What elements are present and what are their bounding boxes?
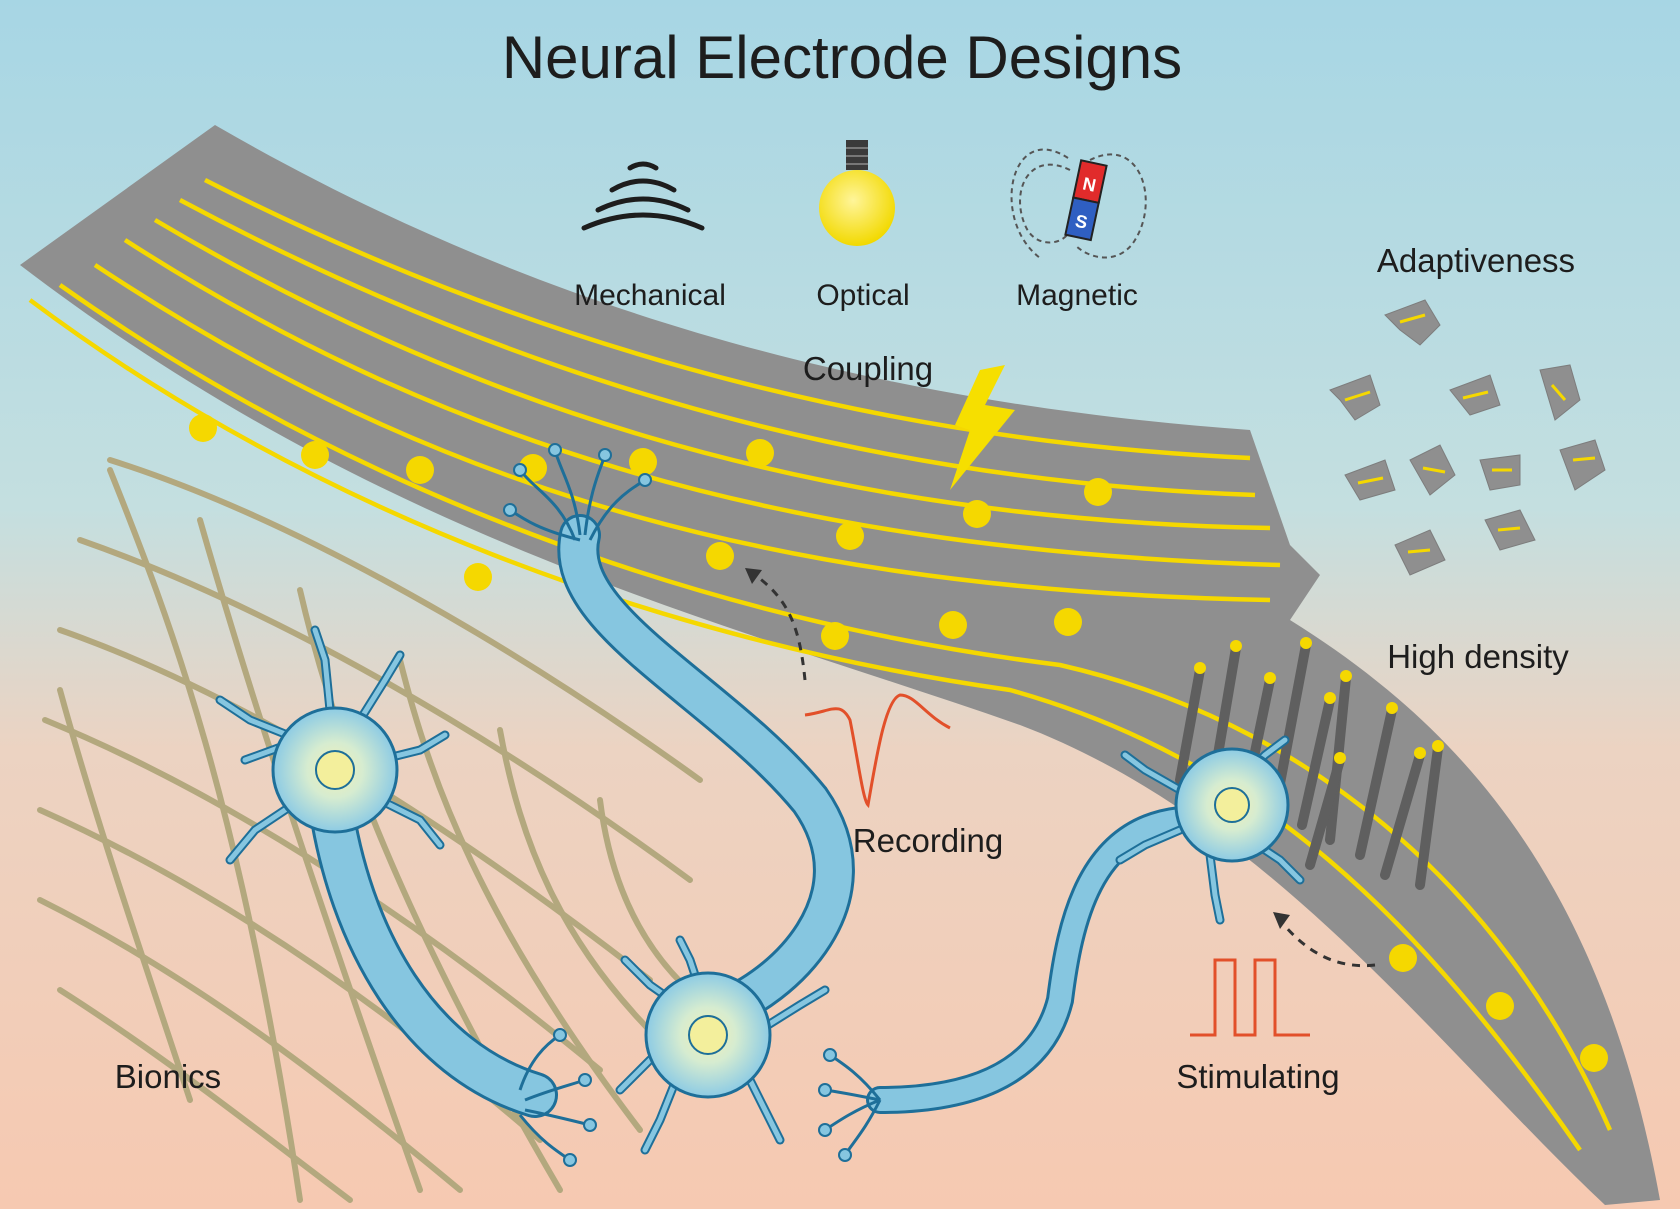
label-mechanical: Mechanical	[574, 279, 726, 312]
needle-tips	[1194, 637, 1444, 764]
recording-arrowhead	[745, 568, 762, 584]
light-bulb-icon	[819, 140, 895, 246]
label-high-density: High density	[1387, 638, 1569, 675]
label-bionics: Bionics	[115, 1058, 221, 1095]
sound-wave-icon	[581, 161, 705, 231]
label-optical: Optical	[816, 279, 909, 312]
diagram-title: Neural Electrode Designs	[502, 24, 1182, 91]
label-magnetic: Magnetic	[1016, 279, 1138, 312]
fragment-traces	[1344, 313, 1596, 554]
stimulating-pulse	[1190, 958, 1310, 1037]
stimulating-arrowhead	[1273, 912, 1290, 929]
label-recording: Recording	[853, 822, 1003, 859]
label-stimulating: Stimulating	[1176, 1058, 1339, 1095]
recording-spike	[804, 693, 951, 809]
neuron-left	[271, 706, 399, 834]
magnet-south-label: S	[1073, 211, 1089, 233]
label-coupling: Coupling	[803, 350, 933, 387]
label-adaptiveness: Adaptiveness	[1377, 242, 1575, 279]
neuron-middle	[644, 971, 772, 1099]
magnet-north-label: N	[1081, 173, 1098, 195]
terminal-boutons	[503, 443, 852, 1167]
electrode-ribbon	[20, 125, 1660, 1205]
recording-arrow	[754, 573, 807, 681]
lightning-bolt-icon	[950, 365, 1015, 490]
electrode-traces	[28, 177, 1613, 1152]
axons	[307, 514, 1194, 1118]
magnet-icon: N S	[1010, 148, 1147, 259]
neuron-right	[1174, 747, 1290, 863]
